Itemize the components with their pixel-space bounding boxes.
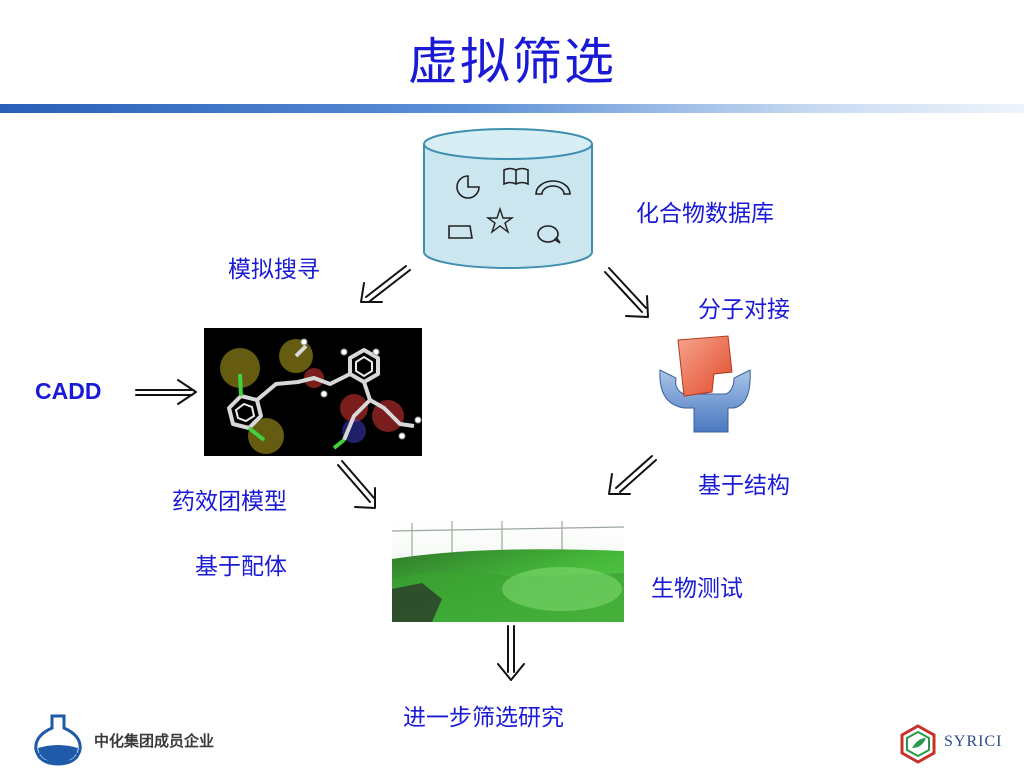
arrow-molecule-to-bioassay — [337, 460, 376, 509]
arrow-cadd-to-molecule — [135, 379, 197, 405]
arc-shape-icon — [535, 180, 571, 195]
footer-company-text: 中化集团成员企业 — [94, 732, 215, 750]
cadd-label: CADD — [35, 378, 102, 404]
pie-shape-icon — [456, 175, 480, 199]
bioassay-label: 生物测试 — [651, 576, 743, 602]
ligand-based-label: 基于配体 — [195, 554, 287, 580]
hexagon-leaf-logo-icon — [900, 724, 936, 764]
title-underline-bar — [0, 104, 1024, 113]
molecule-render — [220, 338, 422, 454]
speech-bubble-shape-icon — [537, 225, 561, 244]
star-shape-icon — [485, 206, 515, 234]
pharmacophore-model-label: 药效团模型 — [172, 489, 287, 515]
similarity-search-label: 模拟搜寻 — [228, 257, 320, 283]
pharmacophore-molecule-image — [204, 328, 422, 456]
arrow-db-to-docking — [604, 267, 649, 318]
arrow-bioassay-to-further — [497, 625, 525, 681]
database-cylinder-icon — [423, 128, 593, 269]
bioassay-greenhouse-photo — [392, 519, 624, 622]
structure-based-label: 基于结构 — [698, 473, 790, 499]
compound-database-label: 化合物数据库 — [636, 201, 774, 227]
page-title: 虚拟筛选 — [408, 33, 616, 91]
book-shape-icon — [503, 167, 529, 186]
arrow-docking-to-bioassay — [608, 455, 657, 495]
arrow-db-to-molecule — [360, 265, 411, 303]
flask-logo-icon — [34, 714, 82, 766]
syrici-text: SYRICI — [944, 733, 1003, 750]
docking-receptor-icon — [659, 335, 751, 433]
molecular-docking-label: 分子对接 — [698, 297, 790, 323]
square-shape-icon — [448, 225, 473, 239]
further-screening-label: 进一步筛选研究 — [403, 705, 564, 731]
